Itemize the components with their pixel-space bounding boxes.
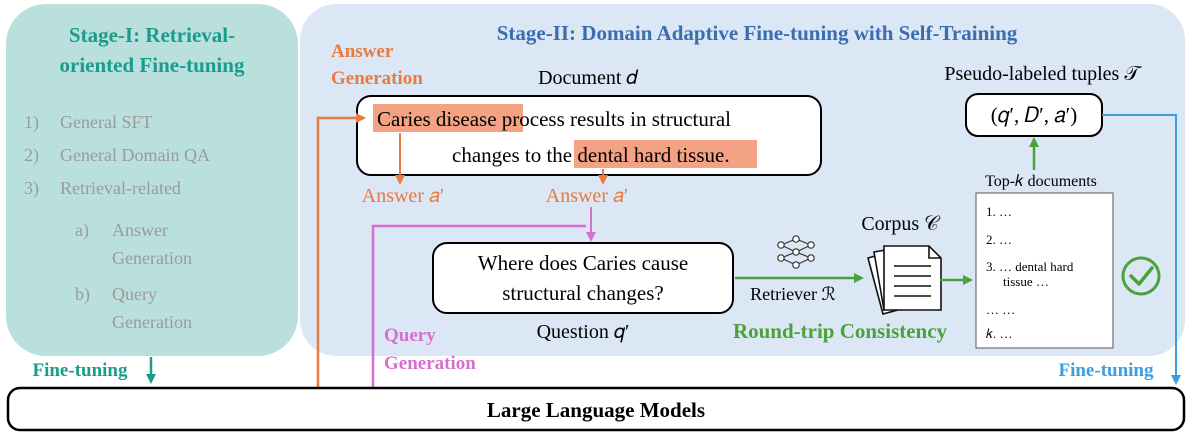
doc-highlight-caries: Caries disease bbox=[377, 107, 497, 131]
stage1-subitem-line: Generation bbox=[112, 312, 192, 332]
stage1-subitem-num: b) bbox=[75, 284, 90, 305]
stage1-title-line2: oriented Fine-tuning bbox=[60, 53, 245, 77]
answer-generation-label: Generation bbox=[331, 68, 423, 89]
stage2-finetune-label: Fine-tuning bbox=[1058, 360, 1154, 381]
llm-to-document-arrow bbox=[316, 113, 366, 387]
question-label: Question 𝑞′ bbox=[537, 321, 630, 343]
answer-label-1: Answer 𝑎′ bbox=[362, 185, 444, 207]
roundtrip-consistency-label: Round-trip Consistency bbox=[733, 319, 948, 343]
corpus-label: Corpus 𝒞 bbox=[861, 213, 941, 235]
answer-generation-label: Answer bbox=[331, 41, 394, 62]
topk-item: tissue … bbox=[1003, 274, 1049, 289]
llm-bar bbox=[6, 386, 1186, 432]
neural-network-icon bbox=[777, 235, 815, 269]
llm-label: Large Language Models bbox=[487, 398, 705, 422]
stage1-item-num: 2) bbox=[24, 145, 39, 166]
document-sentence-line1: Caries disease process results in struct… bbox=[377, 107, 731, 131]
corpus-documents-icon bbox=[867, 245, 942, 315]
topk-label: Top-𝑘 documents bbox=[985, 173, 1097, 190]
topk-documents-box bbox=[975, 192, 1114, 349]
query-generation-label: Generation bbox=[384, 353, 476, 374]
llm-to-question-arrow bbox=[371, 224, 586, 387]
retriever-label: Retriever ℛ bbox=[750, 284, 836, 304]
question-line1: Where does Caries cause bbox=[478, 251, 688, 275]
stage1-subitem-line: Generation bbox=[112, 248, 192, 268]
stage1-title-line1: Stage-I: Retrieval- bbox=[69, 23, 235, 47]
stage1-item-text: General SFT bbox=[60, 112, 152, 132]
topk-item: 𝑘. … bbox=[986, 326, 1012, 341]
pseudo-labeled-label: Pseudo-labeled tuples 𝒯 bbox=[944, 63, 1142, 85]
stage1-panel bbox=[6, 4, 298, 356]
question-line2: structural changes? bbox=[502, 281, 664, 305]
query-generation-label: Query bbox=[384, 325, 436, 346]
stage1-finetune-label: Fine-tuning bbox=[32, 360, 128, 381]
stage1-subitem-num: a) bbox=[75, 220, 89, 241]
question-box bbox=[432, 242, 734, 314]
highlight-dental bbox=[574, 140, 757, 168]
topk-item: … … bbox=[986, 302, 1015, 317]
stage2-title: Stage-II: Domain Adaptive Fine-tuning wi… bbox=[497, 21, 1018, 45]
topk-item: 3. … dental hard bbox=[986, 259, 1074, 274]
stage1-subitem-line: Answer bbox=[112, 220, 168, 240]
answer-label-2: Answer 𝑎′ bbox=[546, 185, 628, 207]
document-sentence-line2: changes to the dental hard tissue. bbox=[452, 143, 730, 167]
stage1-item-num: 3) bbox=[24, 178, 39, 199]
checkmark-icon bbox=[1121, 256, 1161, 296]
stage1-subitem-line: Query bbox=[112, 284, 157, 304]
stage1-item-num: 1) bbox=[24, 112, 39, 133]
document-label: Document 𝑑 bbox=[538, 67, 638, 89]
highlight-caries bbox=[373, 104, 523, 132]
stage2-finetune-arrow bbox=[1102, 114, 1181, 385]
topk-item: 2. … bbox=[986, 232, 1012, 247]
topk-item: 1. … bbox=[986, 204, 1012, 219]
stage1-item-text: Retrieval-related bbox=[60, 178, 181, 198]
doc-highlight-dental: dental hard tissue bbox=[577, 143, 724, 167]
stage1-item-text: General Domain QA bbox=[60, 145, 210, 165]
tuple-text: (𝑞′, 𝐷′, 𝑎′) bbox=[991, 103, 1078, 127]
